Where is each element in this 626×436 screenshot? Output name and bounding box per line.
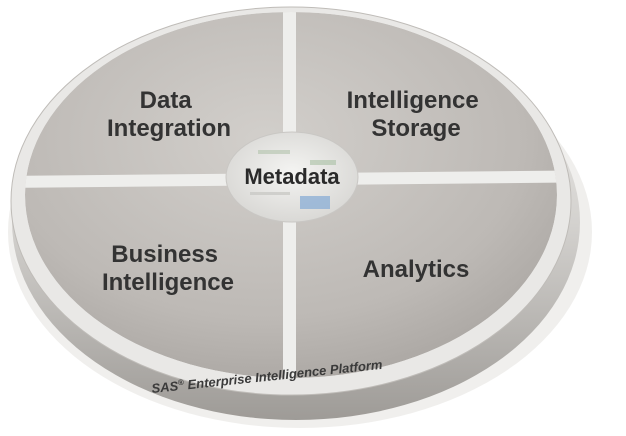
quadrant-intelligence-storage-label: Intelligence Storage	[347, 87, 486, 142]
hub-detail	[310, 160, 336, 165]
quadrant-business-intelligence-label: Business Intelligence	[102, 241, 234, 296]
metadata-label: Metadata	[244, 164, 340, 189]
hub-detail	[250, 192, 290, 195]
hub-detail	[258, 150, 290, 154]
quadrant-analytics-label: Analytics	[363, 256, 470, 283]
hub-detail	[300, 196, 330, 209]
quadrant-data-integration-label: Data Integration	[107, 87, 231, 142]
